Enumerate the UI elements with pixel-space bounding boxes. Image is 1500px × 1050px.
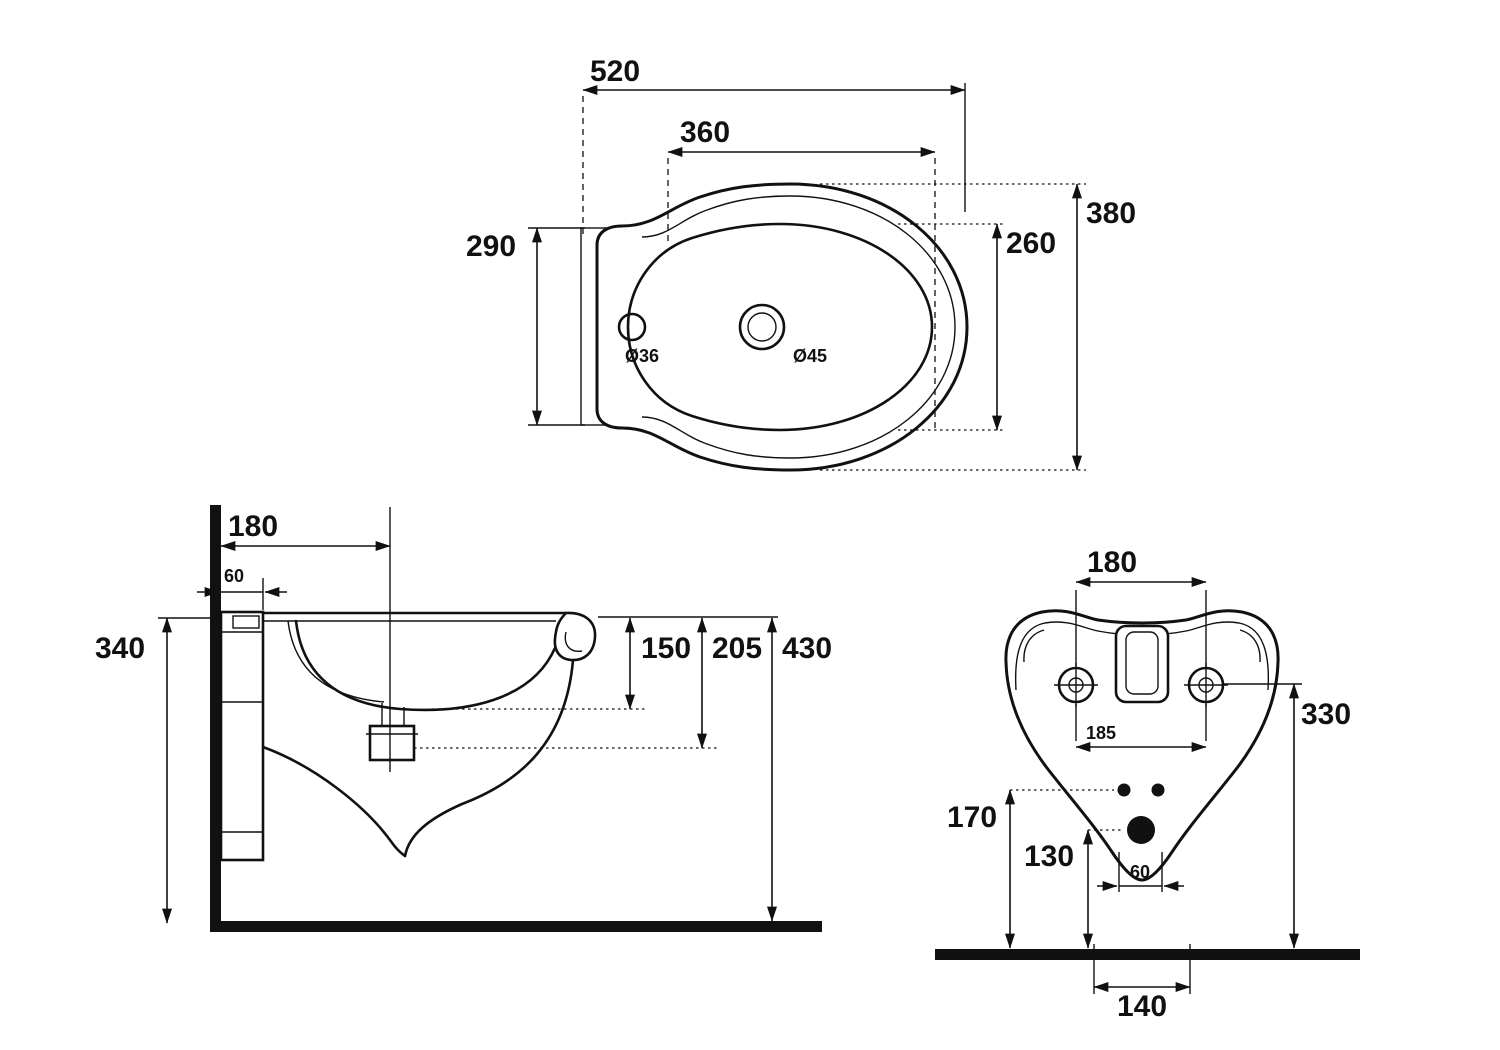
dim-drain-center-height: 130 bbox=[1024, 829, 1124, 949]
rim-tip-section bbox=[553, 611, 597, 662]
bracket-fixing-detail bbox=[232, 615, 260, 629]
dim-center-offset: 180 bbox=[220, 510, 391, 551]
drain-hole-front bbox=[1127, 816, 1155, 844]
dim-side-height: 330 bbox=[1222, 683, 1351, 949]
dim-label-380: 380 bbox=[1086, 197, 1136, 230]
dim-label-360: 360 bbox=[680, 116, 730, 149]
top-view: Ø36 Ø45 520 360 290 380 bbox=[466, 55, 1136, 472]
dim-bracket-depth: 60 bbox=[197, 566, 287, 610]
left-ear-arc bbox=[1023, 629, 1045, 663]
dim-rim-height: 430 bbox=[767, 617, 832, 922]
dim-label-520: 520 bbox=[590, 55, 640, 88]
inlet-hole-left bbox=[1117, 783, 1131, 797]
dim-label-185: 185 bbox=[1086, 723, 1116, 743]
dim-total-depth: 380 bbox=[820, 183, 1136, 471]
overflow-box-outer bbox=[1114, 624, 1170, 704]
faucet-hole-label: Ø36 bbox=[625, 346, 659, 366]
dim-label-150: 150 bbox=[641, 632, 691, 665]
rim-tip-inner-arc bbox=[564, 631, 583, 652]
basin-profile bbox=[294, 619, 557, 712]
dim-base-width: 140 bbox=[1093, 944, 1191, 1023]
dim-total-width: 520 bbox=[582, 55, 966, 236]
bidet-outline-top bbox=[595, 182, 969, 472]
floor-line-front bbox=[935, 949, 1360, 960]
front-view: 180 185 330 170 130 bbox=[935, 546, 1360, 1023]
dim-hole-spacing: 185 bbox=[1075, 704, 1207, 752]
dim-drain-height: 205 bbox=[697, 617, 762, 749]
bowl-underside bbox=[403, 658, 575, 858]
fixing-hole-right-inner bbox=[1198, 677, 1214, 693]
inlet-hole-right bbox=[1151, 783, 1165, 797]
dim-label-430: 430 bbox=[782, 632, 832, 665]
dim-label-180-side: 180 bbox=[228, 510, 278, 543]
dim-basin-width: 360 bbox=[667, 116, 936, 432]
drain-hole-inner bbox=[747, 312, 777, 342]
mounting-bracket-side bbox=[219, 610, 265, 862]
dim-bolt-spacing: 180 bbox=[1075, 546, 1207, 667]
dim-label-140: 140 bbox=[1117, 990, 1167, 1023]
dim-label-60-front: 60 bbox=[1130, 862, 1150, 882]
right-ear-arc bbox=[1239, 629, 1261, 663]
dim-bracket-height: 340 bbox=[95, 617, 221, 924]
drain-hole-label: Ø45 bbox=[793, 346, 827, 366]
dim-mount-depth: 290 bbox=[466, 227, 585, 426]
side-view: 180 60 340 150 205 430 bbox=[95, 505, 832, 932]
basin-outline-top bbox=[626, 222, 934, 432]
dim-label-340: 340 bbox=[95, 632, 145, 665]
dim-label-180-front: 180 bbox=[1087, 546, 1137, 579]
dim-label-290: 290 bbox=[466, 230, 516, 263]
wall-section bbox=[210, 505, 221, 930]
basin-wall-thickness bbox=[287, 620, 385, 703]
dim-basin-depth-side: 150 bbox=[625, 617, 691, 710]
rim-inner-line bbox=[641, 195, 956, 459]
faucet-hole bbox=[617, 312, 647, 342]
dim-basin-depth: 260 bbox=[898, 223, 1056, 431]
dim-label-60-side: 60 bbox=[224, 566, 244, 586]
overflow-box-inner bbox=[1125, 631, 1159, 695]
dim-label-130: 130 bbox=[1024, 840, 1074, 873]
dim-drain-width: 60 bbox=[1097, 852, 1184, 892]
fixing-hole-left-inner bbox=[1068, 677, 1084, 693]
bowl-back-curve bbox=[261, 745, 407, 858]
floor-line bbox=[210, 921, 822, 932]
dim-label-170: 170 bbox=[947, 801, 997, 834]
dim-label-330: 330 bbox=[1301, 698, 1351, 731]
dim-label-205: 205 bbox=[712, 632, 762, 665]
dim-inlet-height: 170 bbox=[947, 789, 1114, 949]
drain-fitting bbox=[368, 724, 416, 762]
drain-hole-outer bbox=[738, 303, 786, 351]
dim-label-260: 260 bbox=[1006, 227, 1056, 260]
